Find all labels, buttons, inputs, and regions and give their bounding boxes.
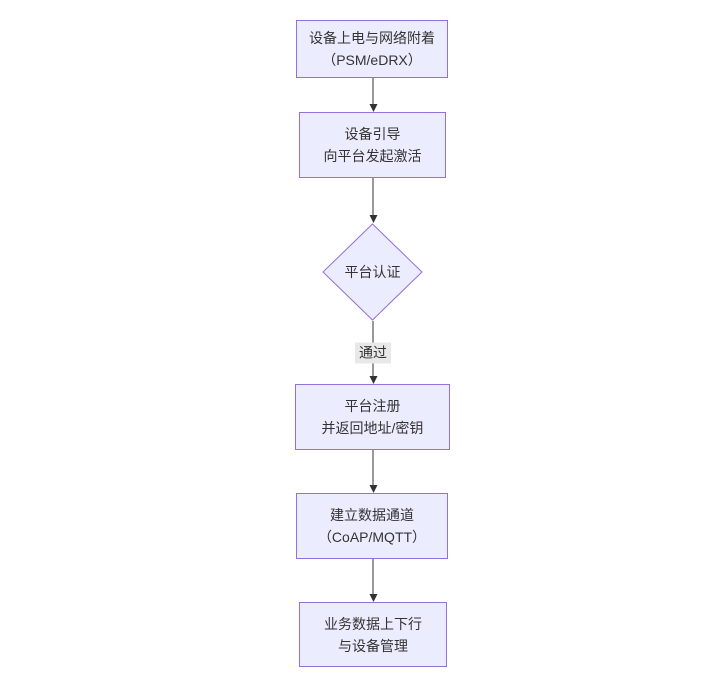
- flow-node-business-data: 业务数据上下行 与设备管理: [299, 602, 447, 667]
- edge-line: [372, 78, 374, 104]
- arrowhead-down-icon: [369, 376, 377, 384]
- flow-node-data-channel: 建立数据通道 （CoAP/MQTT）: [296, 493, 448, 559]
- edge-line: [372, 178, 374, 215]
- node-label-line: 设备引导: [344, 126, 401, 142]
- edge-bootstrap-to-auth: [369, 178, 378, 223]
- edge-power-to-bootstrap: [369, 78, 378, 112]
- node-label-line: 平台认证: [344, 264, 401, 280]
- edge-line: [372, 450, 374, 485]
- arrowhead-down-icon: [369, 215, 377, 223]
- node-label-line: 建立数据通道: [330, 507, 414, 523]
- flow-node-platform-register: 平台注册 并返回地址/密钥: [295, 384, 450, 450]
- decision-diamond-shape: [322, 223, 423, 321]
- edge-register-to-channel: [369, 450, 378, 493]
- node-label-line: 业务数据上下行: [324, 615, 422, 632]
- node-label-line: （CoAP/MQTT）: [317, 529, 427, 545]
- node-label-line: 平台注册: [344, 398, 401, 414]
- edge-line: [372, 559, 374, 594]
- node-label-line: 与设备管理: [338, 637, 408, 654]
- edge-channel-to-business: [369, 559, 378, 602]
- edge-label-pass: 通过: [355, 342, 391, 364]
- node-label-line: （PSM/eDRX）: [322, 52, 422, 68]
- node-label-line: 并返回地址/密钥: [321, 420, 424, 436]
- node-label-line: 向平台发起激活: [323, 148, 422, 164]
- arrowhead-down-icon: [369, 485, 377, 493]
- arrowhead-down-icon: [369, 594, 377, 602]
- arrowhead-down-icon: [369, 104, 377, 112]
- flow-node-power-network-attach: 设备上电与网络附着 （PSM/eDRX）: [296, 20, 448, 78]
- flow-node-device-bootstrap: 设备引导 向平台发起激活: [299, 112, 446, 178]
- flow-node-platform-auth: 平台认证: [322, 223, 423, 321]
- node-label-line: 设备上电与网络附着: [309, 30, 435, 46]
